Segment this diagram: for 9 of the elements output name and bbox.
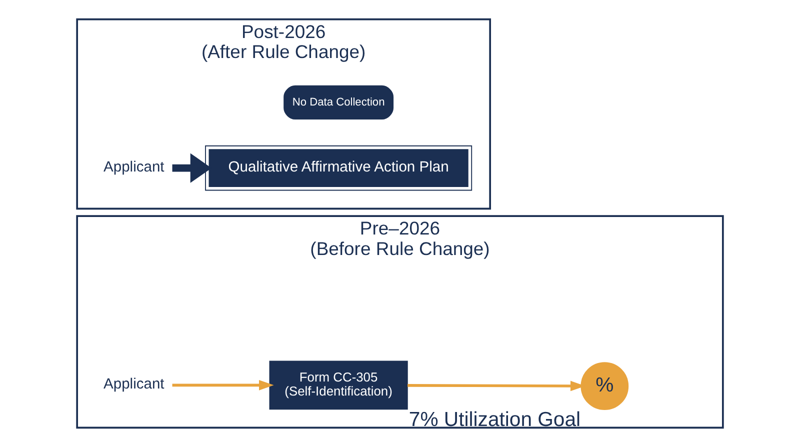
node-text: Applicant xyxy=(104,376,164,393)
node-box: Qualitative Affirmative Action Plan xyxy=(205,145,472,191)
node-circle: % xyxy=(580,362,629,410)
arrow xyxy=(172,380,274,390)
node-label: 7% Utilization Goal xyxy=(408,408,581,431)
node-box: No Data Collection xyxy=(284,85,394,120)
node-text: Applicant xyxy=(104,160,164,176)
node-box: Form CC-305 (Self-Identification) xyxy=(269,360,408,410)
arrow xyxy=(172,153,212,183)
